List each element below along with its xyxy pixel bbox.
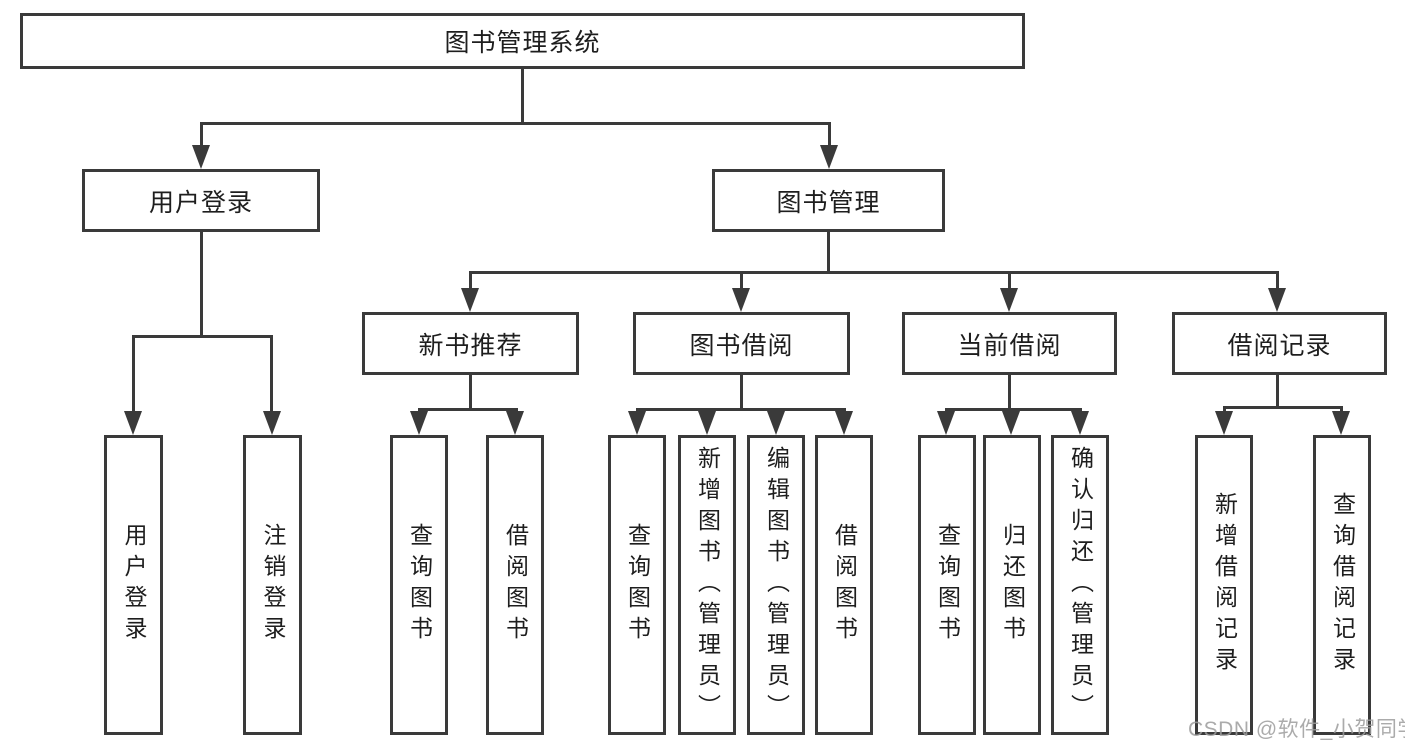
arrowhead-icon: [732, 288, 750, 312]
connector-line: [200, 122, 203, 149]
leaf-return-books: 归还图书: [983, 435, 1041, 735]
leaf-label: 新增图书（管理员）: [694, 445, 721, 725]
connector-line: [1276, 375, 1279, 406]
arrowhead-icon: [1215, 411, 1233, 435]
leaf-confirm-return-admin: 确认归还（管理员）: [1051, 435, 1109, 735]
connector-line: [418, 408, 518, 411]
arrowhead-icon: [628, 411, 646, 435]
connector-line: [740, 271, 743, 291]
connector-line: [200, 122, 830, 125]
arrowhead-icon: [767, 411, 785, 435]
leaf-search-borrow-record: 查询借阅记录: [1313, 435, 1371, 735]
leaf-label: 查询图书: [624, 523, 651, 647]
connector-line: [945, 408, 1082, 411]
connector-line: [1223, 406, 1226, 414]
node-new-book-recommendation: 新书推荐: [362, 312, 579, 375]
connector-line: [740, 375, 743, 408]
connector-line: [1008, 271, 1011, 291]
node-library-management-system: 图书管理系统: [20, 13, 1025, 69]
leaf-edit-books-admin: 编辑图书（管理员）: [747, 435, 805, 735]
connector-line: [1223, 406, 1343, 409]
leaf-label: 借阅图书: [502, 523, 529, 647]
csdn-watermark: CSDN @软件_小贺同学: [1188, 718, 1405, 741]
connector-line: [270, 335, 273, 413]
leaf-add-borrow-record: 新增借阅记录: [1195, 435, 1253, 735]
connector-line: [469, 271, 1279, 274]
leaf-search-books-1: 查询图书: [390, 435, 448, 735]
connector-line: [1276, 271, 1279, 291]
connector-line: [132, 335, 273, 338]
arrowhead-icon: [1332, 411, 1350, 435]
node-label: 用户登录: [148, 188, 253, 217]
connector-line: [469, 271, 472, 291]
leaf-search-books-3: 查询图书: [918, 435, 976, 735]
connector-line: [469, 375, 472, 408]
arrowhead-icon: [263, 411, 281, 435]
node-label: 图书借阅: [689, 331, 794, 360]
arrowhead-icon: [835, 411, 853, 435]
connector-line: [828, 122, 831, 149]
node-book-borrowing: 图书借阅: [633, 312, 850, 375]
leaf-logout: 注销登录: [243, 435, 302, 735]
connector-line: [1008, 375, 1011, 408]
arrowhead-icon: [192, 145, 210, 169]
node-label: 图书管理: [776, 188, 881, 217]
leaf-label: 查询借阅记录: [1329, 492, 1356, 678]
leaf-label: 编辑图书（管理员）: [763, 445, 790, 725]
connector-line: [521, 69, 524, 122]
arrowhead-icon: [461, 288, 479, 312]
arrowhead-icon: [1002, 411, 1020, 435]
leaf-label: 查询图书: [406, 523, 433, 647]
arrowhead-icon: [1268, 288, 1286, 312]
leaf-borrow-books-2: 借阅图书: [815, 435, 873, 735]
connector-line: [827, 232, 830, 271]
arrowhead-icon: [124, 411, 142, 435]
leaf-label: 借阅图书: [831, 523, 858, 647]
node-user-login: 用户登录: [82, 169, 320, 232]
connector-line: [636, 408, 845, 411]
leaf-label: 归还图书: [999, 523, 1026, 647]
arrowhead-icon: [698, 411, 716, 435]
leaf-label: 确认归还（管理员）: [1067, 445, 1094, 725]
node-label: 借阅记录: [1227, 331, 1332, 360]
leaf-label: 新增借阅记录: [1211, 492, 1238, 678]
leaf-user-login: 用户登录: [104, 435, 163, 735]
arrowhead-icon: [820, 145, 838, 169]
arrowhead-icon: [937, 411, 955, 435]
leaf-borrow-books-1: 借阅图书: [486, 435, 544, 735]
arrowhead-icon: [506, 411, 524, 435]
leaf-label: 用户登录: [121, 523, 147, 647]
node-label: 新书推荐: [418, 331, 523, 360]
node-book-management: 图书管理: [712, 169, 945, 232]
connector-line: [1340, 406, 1343, 414]
connector-line: [132, 335, 135, 413]
leaf-search-books-2: 查询图书: [608, 435, 666, 735]
arrowhead-icon: [1000, 288, 1018, 312]
arrowhead-icon: [410, 411, 428, 435]
node-label: 当前借阅: [957, 331, 1062, 360]
node-borrowing-records: 借阅记录: [1172, 312, 1387, 375]
leaf-label: 注销登录: [260, 523, 286, 647]
arrowhead-icon: [1071, 411, 1089, 435]
leaf-label: 查询图书: [934, 523, 961, 647]
connector-line: [200, 232, 203, 335]
leaf-add-books-admin: 新增图书（管理员）: [678, 435, 736, 735]
node-label: 图书管理系统: [444, 29, 601, 57]
node-current-borrowing: 当前借阅: [902, 312, 1117, 375]
